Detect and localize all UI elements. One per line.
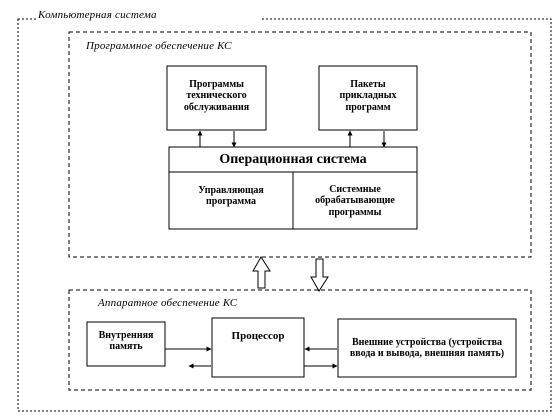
- internal-memory-label: Внутренняя память: [98, 329, 154, 352]
- hardware-title: Аппаратное обеспечение КС: [98, 296, 238, 309]
- operating-system-title: Операционная система: [219, 151, 367, 167]
- software-title: Программное обеспечение КС: [86, 39, 232, 52]
- maintenance-programs-label: Программы технического обслуживания: [183, 79, 250, 113]
- system-processing-programs-label: Системные обрабатывающие программы: [315, 184, 395, 218]
- external-devices-label: Внешние устройства (устройства ввода и в…: [349, 336, 505, 359]
- computer-system-frame: [17, 18, 552, 412]
- processor-box: [211, 317, 305, 378]
- hardware-frame: [68, 289, 532, 391]
- maintenance-programs-box: [166, 65, 267, 131]
- application-packages-label: Пакеты прикладных программ: [339, 79, 397, 113]
- computer-system-title: Компьютерная система: [36, 8, 260, 22]
- external-devices-box: [337, 318, 517, 378]
- control-program-label: Управляющая программа: [198, 184, 264, 207]
- processor-label: Процессор: [231, 329, 285, 342]
- software-frame: [68, 31, 532, 258]
- internal-memory-box: [86, 321, 166, 367]
- block-arrow-up: [252, 256, 271, 289]
- block-arrow-down: [310, 258, 329, 292]
- application-packages-box: [318, 65, 418, 131]
